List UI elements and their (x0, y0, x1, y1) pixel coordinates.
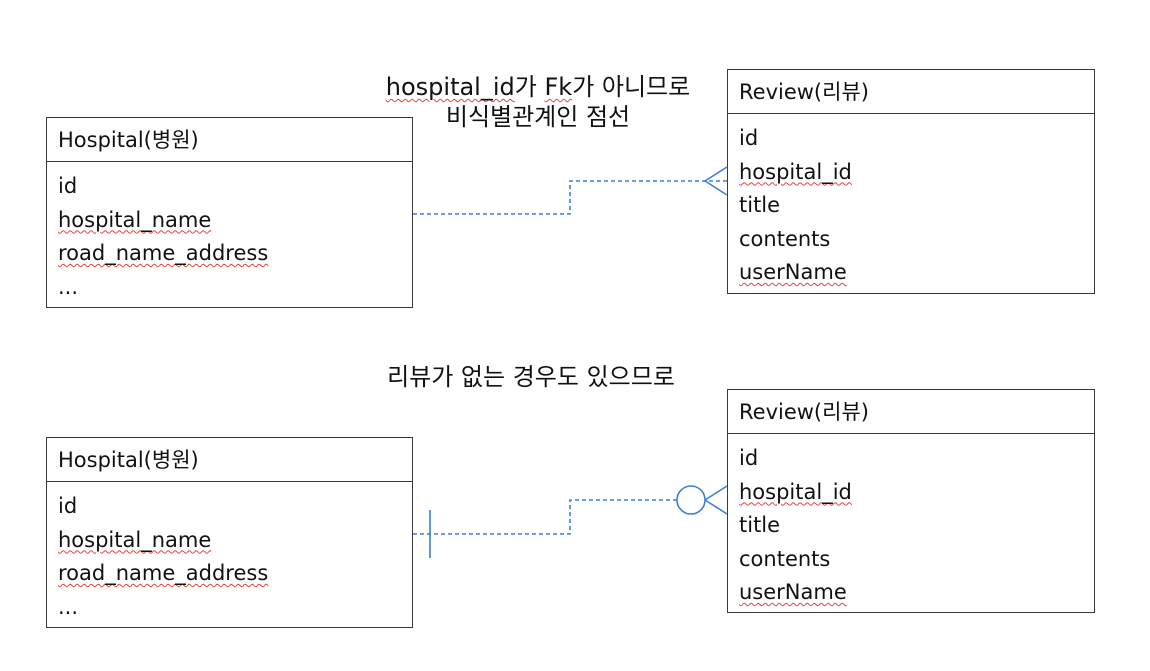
top-caption-line1: hospital_id가 Fk가 아니므로 (370, 72, 706, 102)
entity-fields: id hospital_name road_name_address ... (47, 482, 412, 624)
entity-title: Review(리뷰) (728, 390, 1094, 434)
field-contents: contents (739, 546, 831, 571)
entity-fields: id hospital_id title contents userName (728, 114, 1094, 290)
field-id: id (739, 126, 759, 150)
field-id: id (58, 174, 78, 198)
field-road-name-address: road_name_address (58, 561, 269, 585)
field-hospital-name: hospital_name (58, 527, 212, 552)
bottom-relationship-line (413, 485, 728, 558)
field-id: id (739, 446, 759, 470)
bottom-hospital-entity: Hospital(병원) id hospital_name road_name_… (46, 437, 413, 628)
field-road-name-address: road_name_address (58, 241, 269, 265)
bottom-review-entity: Review(리뷰) id hospital_id title contents… (727, 389, 1095, 613)
top-review-entity: Review(리뷰) id hospital_id title contents… (727, 69, 1095, 294)
top-crows-foot-many (704, 166, 728, 196)
caption-fk: Fk (544, 73, 573, 101)
bottom-crows-foot-many (704, 485, 728, 515)
caption-hospital-id: hospital_id (385, 73, 515, 101)
field-ellipsis: ... (58, 594, 79, 619)
bottom-caption: 리뷰가 없는 경우도 있으므로 (387, 363, 675, 391)
top-relationship-line (413, 166, 728, 215)
field-hospital-id: hospital_id (739, 479, 852, 504)
field-username: userName (739, 580, 847, 604)
field-hospital-name: hospital_name (58, 207, 212, 232)
bottom-zero-circle (676, 485, 706, 515)
field-ellipsis: ... (58, 274, 79, 299)
field-username: userName (739, 260, 847, 284)
field-hospital-id: hospital_id (739, 159, 852, 184)
field-contents: contents (739, 226, 831, 251)
top-hospital-entity: Hospital(병원) id hospital_name road_name_… (46, 117, 413, 308)
entity-title: Hospital(병원) (47, 118, 412, 162)
entity-fields: id hospital_id title contents userName (728, 434, 1094, 610)
caption-text-b: 가 아니므로 (572, 73, 691, 101)
top-dashed-connector (413, 180, 727, 215)
top-caption: hospital_id가 Fk가 아니므로 비식별관계인 점선 (370, 72, 706, 132)
entity-title: Review(리뷰) (728, 70, 1094, 114)
field-title: title (739, 513, 781, 537)
entity-fields: id hospital_name road_name_address ... (47, 162, 412, 304)
field-title: title (739, 193, 781, 217)
top-caption-line2: 비식별관계인 점선 (445, 103, 631, 131)
entity-title: Hospital(병원) (47, 438, 412, 482)
bottom-dashed-connector (413, 499, 677, 535)
field-id: id (58, 494, 78, 518)
caption-text-a: 가 (514, 73, 545, 101)
